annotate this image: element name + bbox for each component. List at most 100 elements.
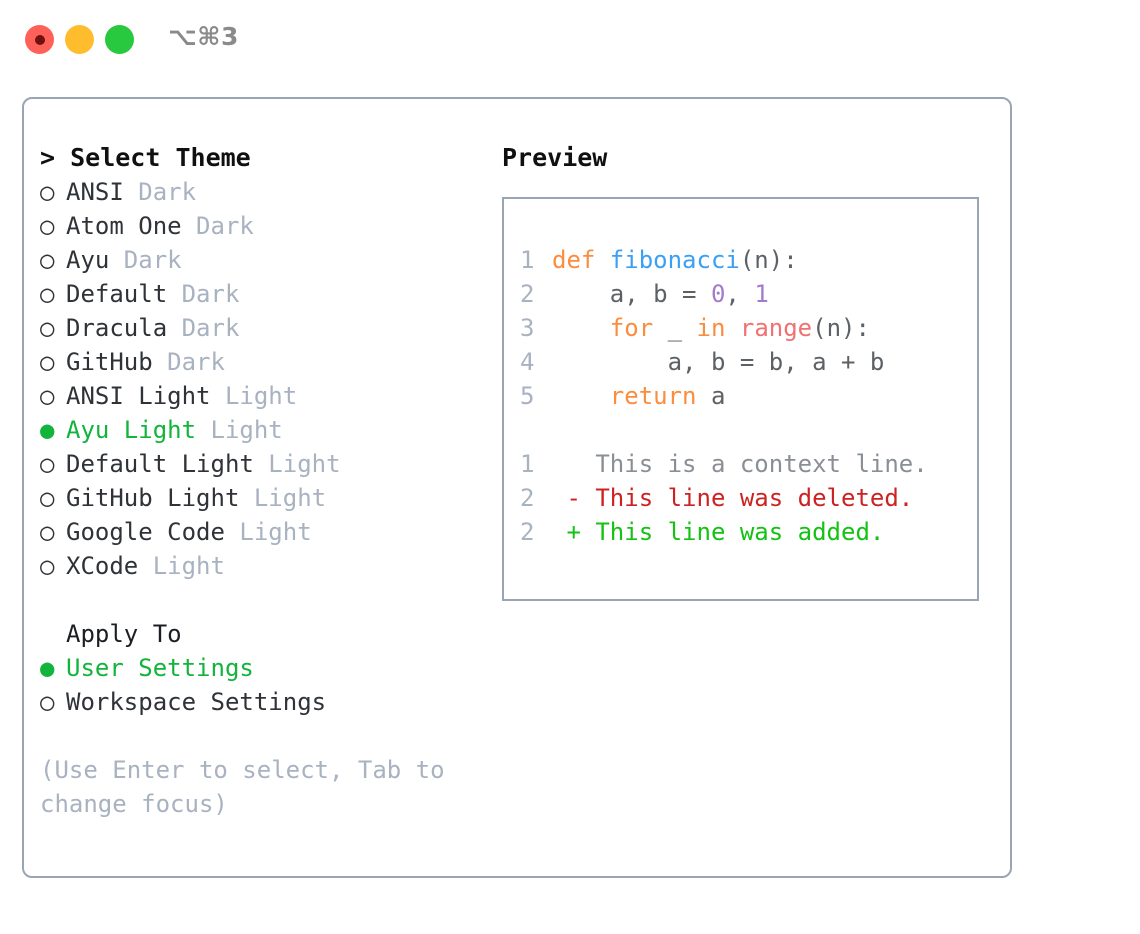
- theme-option-dracula[interactable]: ○Dracula Dark: [40, 311, 480, 345]
- line-number: 2: [520, 518, 535, 546]
- theme-option-label: Default Light: [66, 450, 254, 478]
- line-number: 5: [520, 382, 535, 410]
- radio-unselected-icon: ○: [40, 688, 55, 716]
- theme-option-ayu[interactable]: ○ Ayu Dark: [40, 243, 480, 277]
- code-token-plain: (n):: [739, 246, 798, 274]
- theme-option-github-light[interactable]: ○ GitHub Light Light: [40, 481, 480, 515]
- diff-line-del: 2 - This line was deleted.: [520, 481, 977, 515]
- diff-text: This line was deleted.: [580, 484, 914, 512]
- theme-option-github[interactable]: ○GitHub Dark: [40, 345, 480, 379]
- theme-variant-tag: Dark: [123, 178, 197, 206]
- code-token-plain: [552, 382, 610, 410]
- theme-option-label: XCode: [66, 552, 139, 580]
- apply-to-option-label: Workspace Settings: [66, 688, 327, 716]
- diff-sample: 1 This is a context line.2 - This line w…: [520, 447, 977, 549]
- theme-option-atom-one[interactable]: ○ Atom One Dark: [40, 209, 480, 243]
- line-number: 1: [520, 450, 535, 478]
- theme-variant-tag: Light: [224, 518, 312, 546]
- theme-option-default[interactable]: ○Default Dark: [40, 277, 480, 311]
- code-token-plain: a, b = b, a + b: [552, 348, 885, 376]
- radio-unselected-icon: ○: [40, 382, 55, 410]
- line-number: 1: [520, 246, 535, 274]
- diff-line-add: 2 + This line was added.: [520, 515, 977, 549]
- code-line: 4 a, b = b, a + b: [520, 345, 977, 379]
- theme-option-ayu-light[interactable]: ●Ayu Light Light: [40, 413, 480, 447]
- radio-unselected-icon: ○: [40, 484, 55, 512]
- theme-option-label: Ayu: [66, 246, 110, 274]
- theme-option-default-light[interactable]: ○Default Light Light: [40, 447, 480, 481]
- preview-heading: Preview: [502, 143, 608, 172]
- minimize-button[interactable]: [65, 25, 94, 54]
- radio-unselected-icon: ○: [40, 280, 55, 308]
- keyboard-hint-text: (Use Enter to select, Tab to change focu…: [40, 756, 445, 818]
- radio-unselected-icon: ○: [40, 212, 55, 240]
- theme-option-label: Google Code: [66, 518, 225, 546]
- window-titlebar: ⌥⌘3: [0, 0, 1140, 78]
- line-number: 2: [520, 484, 535, 512]
- theme-option-label: GitHub Light: [66, 484, 240, 512]
- theme-option-label: Atom One: [66, 212, 182, 240]
- theme-option-label: ANSI: [66, 178, 124, 206]
- maximize-button[interactable]: [105, 25, 134, 54]
- theme-variant-tag: Dark: [181, 212, 254, 240]
- theme-variant-tag: Dark: [109, 246, 182, 274]
- theme-list-column: > Select Theme ○ANSI Dark○Atom One Dark○…: [40, 141, 480, 821]
- preview-spacer: [520, 413, 977, 447]
- code-line: 5 return a: [520, 379, 977, 413]
- line-number: 4: [520, 348, 535, 376]
- theme-option-google-code[interactable]: ○ Google Code Light: [40, 515, 480, 549]
- code-line: 1 def fibonacci(n):: [520, 243, 977, 277]
- theme-option-xcode[interactable]: ○ XCode Light: [40, 549, 480, 583]
- apply-to-option-workspace-settings[interactable]: ○ Workspace Settings: [40, 685, 480, 719]
- code-token-kw: def: [552, 246, 610, 274]
- radio-unselected-icon: ○: [40, 178, 55, 206]
- code-token-num: 1: [754, 280, 769, 308]
- theme-option-label: GitHub: [66, 348, 153, 376]
- diff-marker: -: [552, 484, 581, 512]
- line-number: 3: [520, 314, 535, 342]
- theme-variant-tag: Dark: [167, 280, 240, 308]
- code-token-plain: _: [653, 314, 697, 342]
- theme-variant-tag: Dark: [167, 314, 240, 342]
- diff-text: This line was added.: [580, 518, 885, 546]
- code-token-plain: ,: [725, 280, 755, 308]
- code-token-call: range: [739, 314, 813, 342]
- theme-variant-tag: Light: [210, 382, 298, 410]
- theme-variant-tag: Light: [196, 416, 283, 444]
- code-token-kw: in: [696, 314, 726, 342]
- radio-unselected-icon: ○: [40, 314, 55, 342]
- line-number: 2: [520, 280, 535, 308]
- apply-to-option-user-settings[interactable]: ●User Settings: [40, 651, 480, 685]
- radio-unselected-icon: ○: [40, 348, 55, 376]
- close-button[interactable]: [25, 25, 54, 54]
- code-token-plain: (n):: [812, 314, 870, 342]
- select-theme-heading: > Select Theme: [40, 143, 251, 172]
- theme-option-ansi-light[interactable]: ○ ANSI Light Light: [40, 379, 480, 413]
- code-token-plain: [725, 314, 739, 342]
- theme-variant-tag: Light: [138, 552, 225, 580]
- theme-variant-tag: Light: [239, 484, 327, 512]
- radio-unselected-icon: ○: [40, 518, 55, 546]
- theme-list: ○ANSI Dark○Atom One Dark○Ayu Dark○Defaul…: [40, 175, 480, 583]
- radio-selected-icon: ●: [40, 416, 55, 444]
- diff-text: This is a context line.: [580, 450, 928, 478]
- radio-unselected-icon: ○: [40, 552, 55, 580]
- code-token-kw: for: [609, 314, 654, 342]
- code-token-plain: a, b =: [552, 280, 711, 308]
- apply-to-list: ●User Settings ○ Workspace Settings: [40, 651, 480, 719]
- code-line: 2 a, b = 0, 1: [520, 277, 977, 311]
- code-token-num: 0: [710, 280, 726, 308]
- diff-marker: +: [552, 518, 581, 546]
- apply-to-option-label: User Settings: [66, 654, 254, 682]
- list-spacer: [40, 583, 480, 617]
- code-token-fn: fibonacci: [609, 246, 740, 274]
- theme-option-ansi[interactable]: ○ ANSI Dark: [40, 175, 480, 209]
- theme-option-label: ANSI Light: [66, 382, 211, 410]
- radio-unselected-icon: ○: [40, 246, 55, 274]
- code-token-plain: [552, 314, 610, 342]
- diff-line-ctx: 1 This is a context line.: [520, 447, 977, 481]
